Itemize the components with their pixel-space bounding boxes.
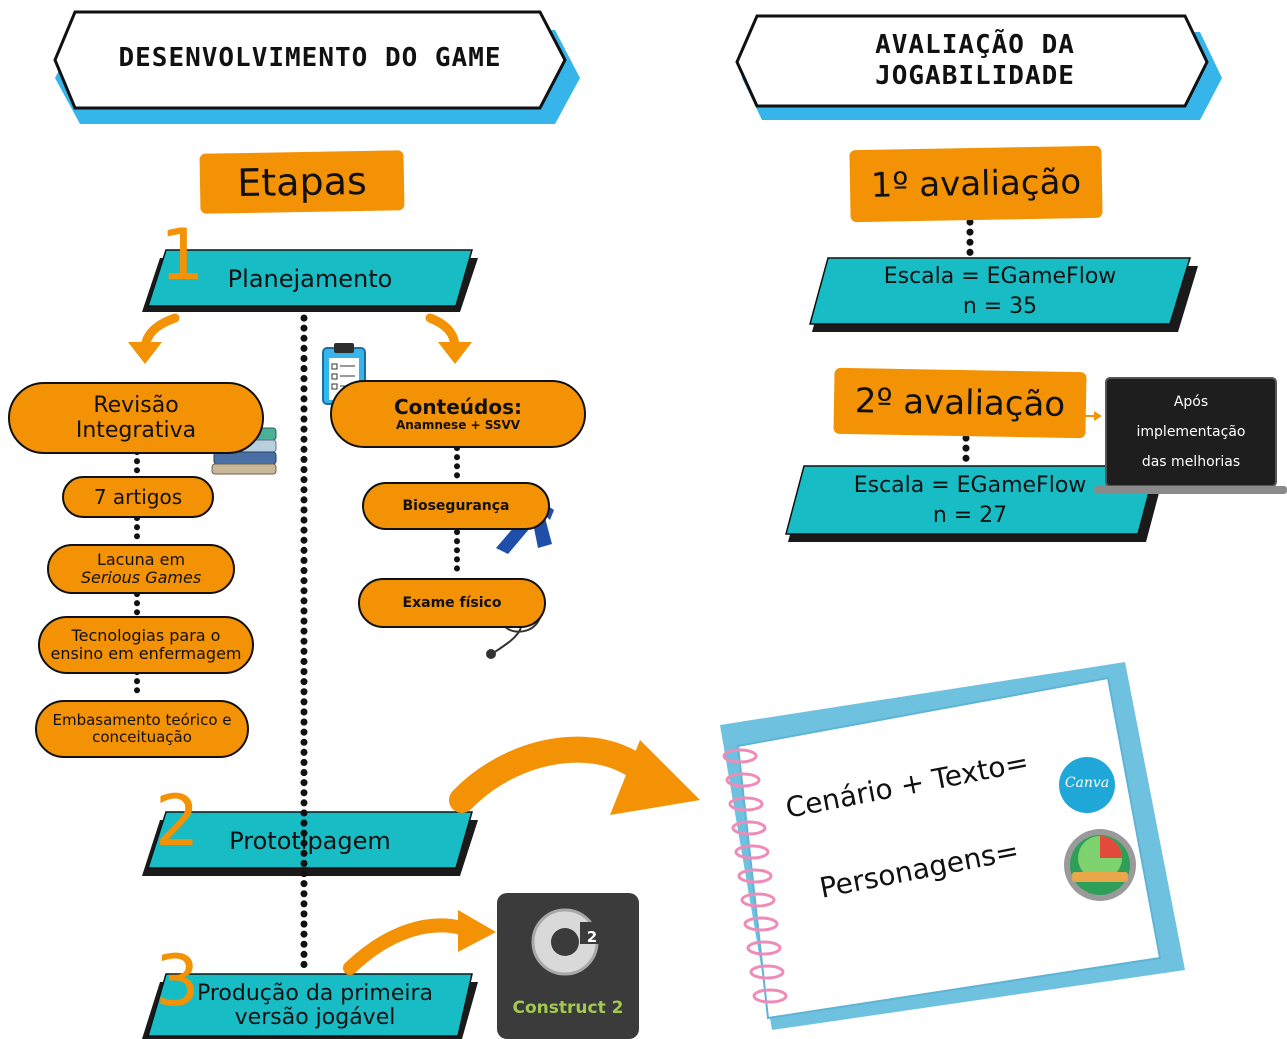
evaluation-2-n: n = 27 xyxy=(932,503,1008,528)
step-1-box xyxy=(142,249,478,312)
notebook-spiral xyxy=(722,748,788,1004)
construct-badge: 2 xyxy=(586,928,598,946)
character-app-icon xyxy=(1064,829,1136,901)
conteudos-pill: Conteúdos: Anamnese + SSVV xyxy=(330,380,586,448)
revisao-item-3-line2: ensino em enfermagem xyxy=(50,644,242,663)
evaluation-1-box xyxy=(809,257,1198,332)
exame-fisico-pill: Exame físico xyxy=(358,578,546,628)
biosseguranca-pill: Biosegurança xyxy=(362,482,550,530)
laptop-note-line1: Após xyxy=(1173,394,1209,410)
arrow-to-notebook xyxy=(449,736,700,815)
evaluation-2-label: 2º avaliação xyxy=(833,367,1087,439)
step-3-number: 3 xyxy=(155,940,200,1022)
arrow-to-construct xyxy=(343,910,496,975)
revisao-item-4-line1: Embasamento teórico e xyxy=(52,710,232,729)
right-header-line2: JOGABILIDADE xyxy=(875,61,1075,91)
step-3-label-line1: Produção da primeira xyxy=(196,981,433,1006)
laptop-note-line3: das melhorias xyxy=(1141,454,1241,470)
evaluation-2-box xyxy=(785,465,1164,542)
laptop-note-line2: implementação xyxy=(1136,424,1246,440)
etapas-label: Etapas xyxy=(199,150,405,214)
revisao-item-2-line2: Serious Games xyxy=(80,568,202,587)
revisao-item-4-line2: conceituação xyxy=(92,728,192,746)
step-1-label: Planejamento xyxy=(227,264,393,293)
right-header-line1: AVALIAÇÃO DA xyxy=(875,30,1075,60)
right-header-title: AVALIAÇÃO DA JOGABILIDADE xyxy=(770,30,1180,92)
conteudos-subtitle: Anamnese + SSVV xyxy=(395,417,521,432)
step-2-label: Prototipagem xyxy=(229,826,391,855)
construct-logo-text: Construct 2 xyxy=(512,998,624,1018)
exame-fisico-text: Exame físico xyxy=(402,594,502,611)
revisao-item-2: Lacuna em Serious Games xyxy=(47,544,235,594)
left-header-title: DESENVOLVIMENTO DO GAME xyxy=(118,43,502,73)
revisao-item-1: 7 artigos xyxy=(62,476,214,518)
construct-logo xyxy=(497,893,639,1039)
revisao-item-4: Embasamento teórico e conceituação xyxy=(35,700,249,758)
evaluation-1-n: n = 35 xyxy=(962,294,1038,319)
revisao-title-line2: Integrativa xyxy=(75,418,197,443)
evaluation-1-text: Escala = EGameFlow n = 35 xyxy=(830,262,1170,322)
revisao-item-1-text: 7 artigos xyxy=(93,484,183,509)
step-3-box xyxy=(142,973,478,1039)
step-3-label: Produção da primeira versão jogável xyxy=(170,978,460,1034)
revisao-integrativa-pill: Revisão Integrativa xyxy=(8,382,264,454)
step-2-box xyxy=(142,811,478,876)
left-header-banner xyxy=(53,10,580,124)
laptop-icon xyxy=(1094,377,1287,494)
revisao-title-line1: Revisão xyxy=(93,392,179,418)
laptop-note: Após implementação das melhorias xyxy=(1110,384,1272,480)
biosseguranca-text: Biosegurança xyxy=(402,497,510,514)
evaluation-1-label: 1º avaliação xyxy=(849,145,1103,223)
revisao-item-3-line1: Tecnologias para o xyxy=(71,625,221,645)
canva-logo-circle xyxy=(1059,757,1115,813)
revisao-item-2-line1: Lacuna em xyxy=(96,549,186,569)
step-2-number: 2 xyxy=(155,780,200,862)
canva-logo-text: Canva xyxy=(1064,775,1110,791)
evaluation-1-scale: Escala = EGameFlow xyxy=(883,264,1117,289)
right-header-banner xyxy=(735,14,1222,120)
notebook xyxy=(720,662,1185,1030)
evaluation-2-scale: Escala = EGameFlow xyxy=(853,473,1087,498)
evaluation-2-text: Escala = EGameFlow n = 27 xyxy=(800,470,1140,532)
conteudos-title: Conteúdos: xyxy=(394,394,522,419)
step-3-label-line2: versão jogável xyxy=(234,1005,396,1030)
step-1-number: 1 xyxy=(160,214,205,296)
revisao-item-3: Tecnologias para o ensino em enfermagem xyxy=(38,616,254,674)
